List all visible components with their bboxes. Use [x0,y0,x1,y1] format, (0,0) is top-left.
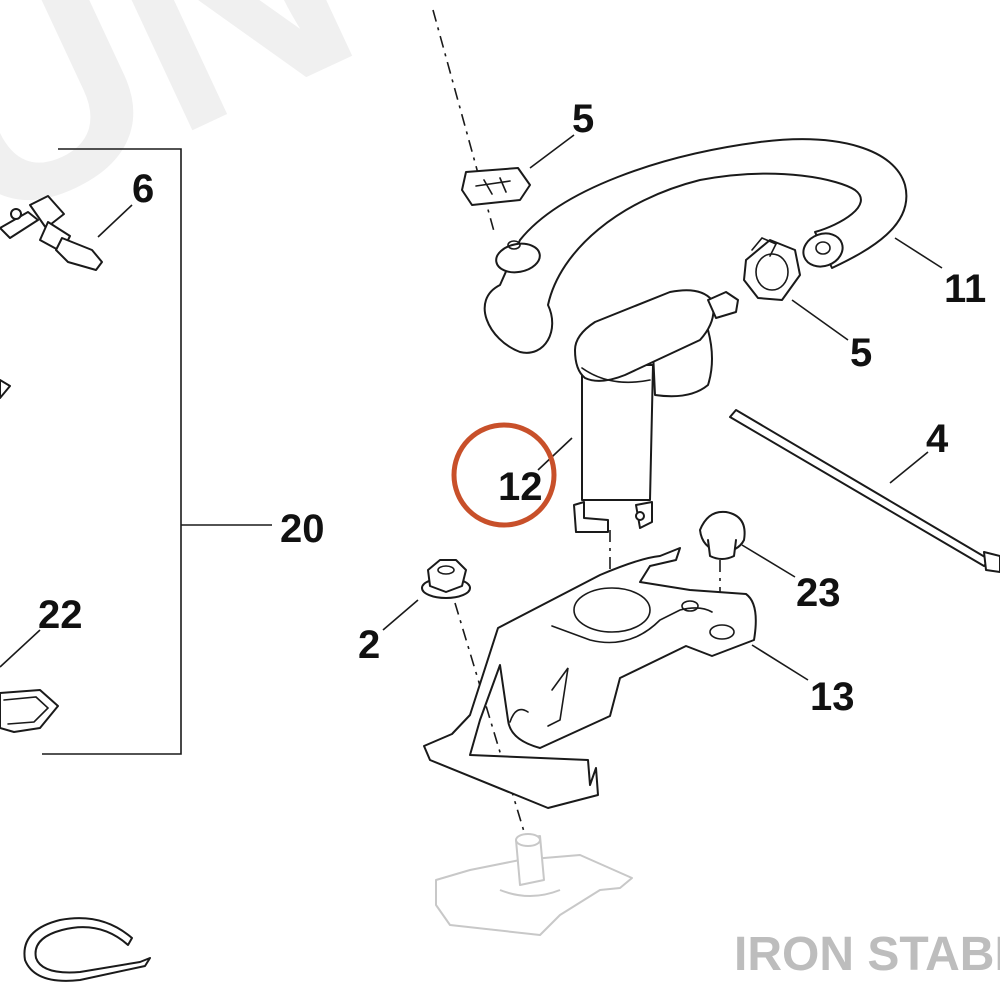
callout-6[interactable]: 6 [132,167,154,211]
callout-13[interactable]: 13 [810,675,855,719]
part-13-bracket [423,547,809,809]
callout-5-lower[interactable]: 5 [850,331,872,375]
part-6-connector [0,195,133,271]
part-5-clamp-lower [743,237,849,341]
callout-2[interactable]: 2 [358,623,380,667]
part-5-clamp-upper [461,134,575,206]
callout-11[interactable]: 11 [944,267,986,311]
part-23-plug [699,510,796,578]
part-4-cable-tie [729,409,1000,573]
group-20-bracket [42,148,272,755]
callout-4[interactable]: 4 [926,417,949,461]
part-11-hose [483,138,943,354]
brand-watermark: IRON STABLE [734,928,1000,981]
callouts: 6 5 11 5 4 12 20 23 22 2 13 [38,97,986,719]
part-cable-tie-loop [23,917,151,982]
callout-12-highlight-ring [451,422,557,528]
callout-23[interactable]: 23 [796,571,841,615]
callout-20[interactable]: 20 [280,507,325,551]
callout-5-upper[interactable]: 5 [572,97,594,141]
part-12-canister [537,289,739,533]
part-left-clip [0,379,11,399]
callout-12[interactable]: 12 [498,465,543,509]
part-2-nut [382,559,471,631]
callout-22[interactable]: 22 [38,593,83,637]
ghost-mount-part [435,833,633,936]
part-22-pad [0,629,59,733]
